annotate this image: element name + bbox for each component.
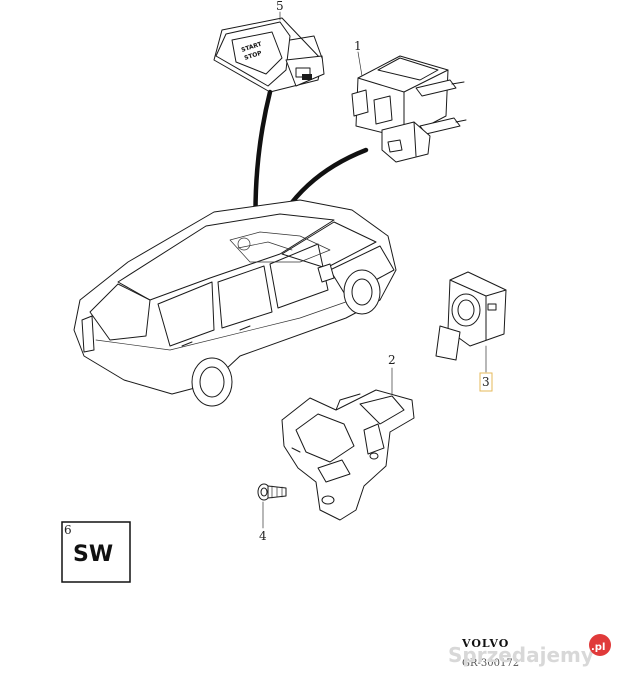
brand-label: VOLVO [461,637,509,650]
callout-4: 4 [259,529,267,543]
sw-variant-box [61,521,131,583]
callout-3: 3 [482,375,490,389]
callout-5: 5 [276,0,284,13]
start-stop-button-part: START STOP [213,17,325,93]
ignition-module-part [351,55,467,163]
callout-2: 2 [388,353,396,367]
callout-6: 6 [64,523,72,537]
screw-part [257,483,287,501]
sw-label: SW [73,542,113,567]
reference-number: GR-300172 [462,658,519,669]
car-illustration [73,199,397,407]
watermark-text: Sprzedajemy [448,643,594,667]
callout-3-highlight [479,372,493,392]
bracket-part [281,389,415,521]
watermark-badge-icon [589,634,611,656]
antenna-reader-part [435,271,507,361]
watermark-badge-text: .pl [591,642,605,653]
callout-1: 1 [354,39,362,53]
